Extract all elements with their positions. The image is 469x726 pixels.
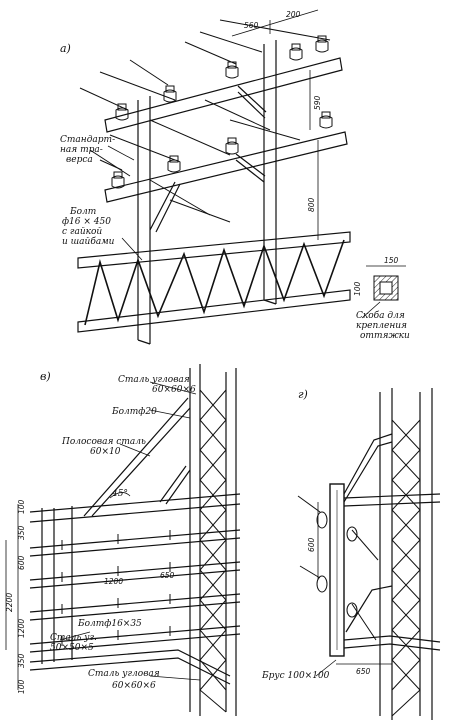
- panel-c: г): [297, 388, 441, 720]
- wires: [79, 19, 331, 223]
- arm-5: [29, 625, 241, 653]
- label-bolt-4: и шайбами: [62, 236, 115, 247]
- dim-c-600: 600: [307, 537, 316, 552]
- arm-3: [29, 561, 241, 589]
- label-bolt-2: ф16 × 450: [62, 217, 111, 227]
- label-traverse-3: верса: [66, 155, 93, 165]
- dim-b-600: 600: [17, 555, 26, 570]
- dim-b-100-low: 100: [17, 679, 26, 694]
- label-angle-bottom-2: 60×60×6: [112, 681, 156, 691]
- wooden-beam: [329, 483, 345, 657]
- panel-a-tag: а): [60, 42, 71, 55]
- label-beam: Брус 100×100: [261, 671, 330, 681]
- label-traverse-1: Стандарт-: [60, 135, 115, 145]
- dim-b-350: 350: [17, 525, 26, 540]
- dim-a-200: 200: [286, 10, 301, 19]
- label-bolt-f20: Болтф20: [111, 407, 157, 417]
- dim-a-150: 150: [384, 256, 399, 265]
- label-traverse-2: ная тра-: [60, 145, 103, 155]
- arm-top: [29, 493, 241, 523]
- insulators: [111, 35, 333, 189]
- dim-a-590: 590: [313, 95, 322, 110]
- dim-b-350-low: 350: [17, 653, 26, 668]
- dim-b-650: 650: [160, 571, 175, 580]
- label-bracket-3: оттяжки: [360, 331, 410, 341]
- lattice-tower-c: [379, 388, 433, 720]
- upper-traverse: [104, 57, 343, 133]
- label-bracket-1: Скоба для: [356, 310, 405, 321]
- arm-4: [29, 593, 241, 621]
- label-bracket-2: крепления: [356, 321, 407, 331]
- label-bolt-1: Болт: [69, 207, 96, 217]
- dim-c-650: 650: [356, 667, 371, 676]
- dim-a-560: 560: [244, 21, 259, 30]
- dim-b-1200: 1200: [104, 577, 123, 586]
- label-strip-1: Полосовая сталь: [61, 437, 146, 447]
- right-pole: [263, 40, 277, 305]
- label-bolt-f16: Болтф16×35: [77, 619, 142, 629]
- truss-zigzag: [84, 239, 345, 326]
- arm-2: [29, 529, 241, 557]
- label-angle-top-1: Сталь угловая: [118, 375, 190, 385]
- label-angle-left-2: 50×50×5: [50, 643, 94, 653]
- dim-b-1200-left: 1200: [17, 619, 26, 638]
- panel-c-tag: г): [298, 388, 308, 401]
- label-angle-left-1: Сталь уг.: [50, 633, 97, 643]
- dim-a-100: 100: [353, 281, 362, 296]
- dim-b-100: 100: [17, 499, 26, 514]
- label-angle-top-2: 60×60×6: [152, 385, 196, 395]
- truss-beam: [77, 231, 351, 333]
- lower-traverse: [104, 131, 348, 203]
- panel-b: в): [5, 364, 241, 716]
- panel-a: а): [60, 9, 406, 345]
- label-bolt-3: с гайкой: [62, 227, 102, 237]
- label-45deg: 45°: [111, 489, 128, 499]
- label-angle-bottom-1: Сталь угловая: [88, 669, 160, 679]
- left-pole: [137, 96, 151, 345]
- panel-b-tag: в): [40, 370, 51, 383]
- dim-b-2200: 2200: [5, 593, 14, 612]
- dim-a-800: 800: [307, 197, 316, 212]
- label-strip-2: 60×10: [90, 447, 121, 457]
